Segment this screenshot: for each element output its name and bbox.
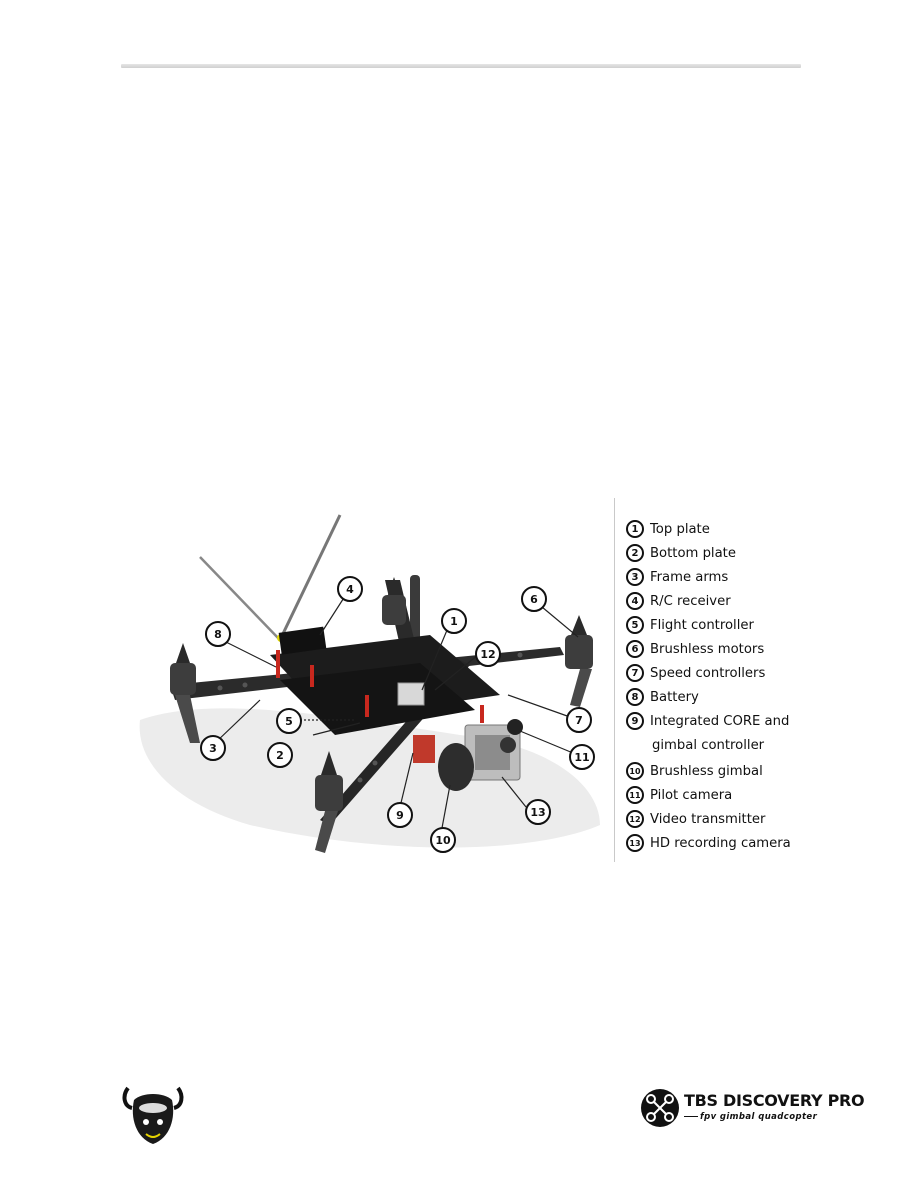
callout-11: 11 bbox=[569, 744, 595, 770]
black-sheep-logo bbox=[120, 1078, 186, 1148]
motor-left bbox=[170, 643, 200, 743]
legend-number: 10 bbox=[626, 762, 644, 780]
sheep-mascot-icon bbox=[122, 1086, 184, 1144]
callout-1: 1 bbox=[441, 608, 467, 634]
legend-label: Video transmitter bbox=[650, 811, 766, 827]
legend-label: HD recording camera bbox=[650, 835, 791, 851]
callout-8: 8 bbox=[205, 621, 231, 647]
callout-9: 9 bbox=[387, 802, 413, 828]
pilot-camera bbox=[507, 719, 523, 735]
callout-5: 5 bbox=[276, 708, 302, 734]
legend-item: 11 Pilot camera bbox=[626, 786, 732, 804]
legend-number: 7 bbox=[626, 664, 644, 682]
legend-item: 4 R/C receiver bbox=[626, 592, 731, 610]
motor-right bbox=[565, 615, 593, 707]
legend-label: Speed controllers bbox=[650, 665, 766, 681]
legend-item: 8 Battery bbox=[626, 688, 699, 706]
antenna-right bbox=[278, 514, 342, 641]
tbs-discovery-pro-logo: TBS DISCOVERY PRO fpv gimbal quadcopter bbox=[640, 1086, 865, 1130]
legend-item: 1 Top plate bbox=[626, 520, 710, 538]
legend-number: 11 bbox=[626, 786, 644, 804]
drone-figure: 1 2 3 4 5 6 7 8 9 10 11 12 13 bbox=[130, 495, 610, 875]
callout-4: 4 bbox=[337, 576, 363, 602]
legend-item: 9 Integrated CORE and bbox=[626, 712, 789, 730]
legend-number: 4 bbox=[626, 592, 644, 610]
legend-label: Flight controller bbox=[650, 617, 754, 633]
antenna-left bbox=[199, 556, 281, 641]
legend-number: 1 bbox=[626, 520, 644, 538]
legend-item: 7 Speed controllers bbox=[626, 664, 765, 682]
legend-label: Bottom plate bbox=[650, 545, 736, 561]
legend-number: 13 bbox=[626, 834, 644, 852]
legend-item: 10 Brushless gimbal bbox=[626, 762, 763, 780]
header-rule bbox=[121, 64, 801, 68]
legend-number: 8 bbox=[626, 688, 644, 706]
rc-receiver bbox=[278, 626, 327, 655]
motor-back bbox=[382, 577, 406, 625]
legend-item: 5 Flight controller bbox=[626, 616, 754, 634]
legend-item: 13 HD recording camera bbox=[626, 834, 791, 852]
gimbal-controller bbox=[413, 735, 435, 763]
brand-rule bbox=[684, 1116, 698, 1117]
legend-divider bbox=[614, 498, 615, 862]
motor-front bbox=[315, 751, 343, 853]
callout-2: 2 bbox=[267, 742, 293, 768]
legend-number: 5 bbox=[626, 616, 644, 634]
callout-6: 6 bbox=[521, 586, 547, 612]
legend-number: 3 bbox=[626, 568, 644, 586]
legend-label: Pilot camera bbox=[650, 787, 733, 803]
legend-item: 3 Frame arms bbox=[626, 568, 728, 586]
callout-10: 10 bbox=[430, 827, 456, 853]
legend-label-continuation: gimbal controller bbox=[652, 738, 765, 753]
video-transmitter bbox=[397, 682, 425, 706]
quadcopter-logo-icon bbox=[641, 1089, 679, 1127]
legend-label: Brushless gimbal bbox=[650, 763, 763, 779]
legend-number: 12 bbox=[626, 810, 644, 828]
quadcopter-illustration bbox=[139, 514, 600, 853]
legend-label: Brushless motors bbox=[650, 641, 765, 657]
legend-number: 2 bbox=[626, 544, 644, 562]
callout-7: 7 bbox=[566, 707, 592, 733]
brand-title: TBS DISCOVERY PRO bbox=[684, 1091, 865, 1110]
legend-item: 12 Video transmitter bbox=[626, 810, 765, 828]
brushless-gimbal bbox=[438, 743, 474, 791]
legend-number: 9 bbox=[626, 712, 644, 730]
legend-label: Frame arms bbox=[650, 569, 729, 585]
legend-label: R/C receiver bbox=[650, 593, 731, 609]
brand-subtitle: fpv gimbal quadcopter bbox=[700, 1112, 818, 1122]
callout-3: 3 bbox=[200, 735, 226, 761]
legend-item: 2 Bottom plate bbox=[626, 544, 736, 562]
legend-label: Top plate bbox=[650, 521, 710, 537]
legend-number: 6 bbox=[626, 640, 644, 658]
callout-12: 12 bbox=[475, 641, 501, 667]
callout-13: 13 bbox=[525, 799, 551, 825]
legend-label: Battery bbox=[650, 689, 699, 705]
legend-item: 6 Brushless motors bbox=[626, 640, 764, 658]
legend-label: Integrated CORE and bbox=[650, 713, 790, 729]
